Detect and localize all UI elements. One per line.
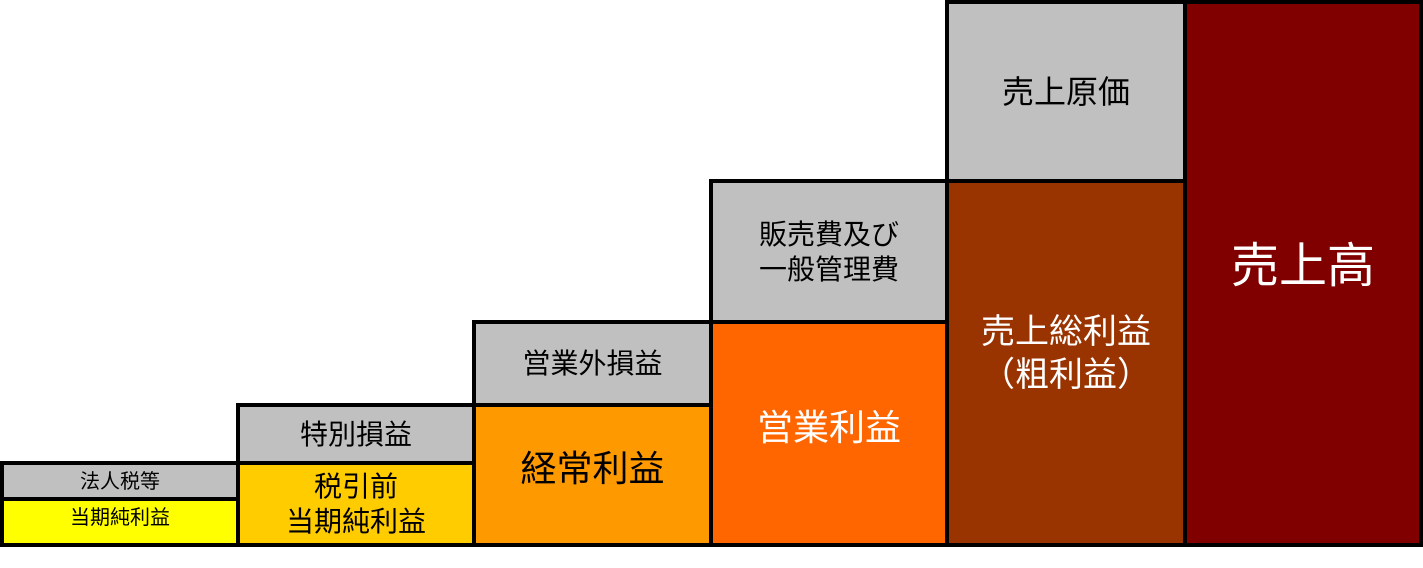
extraordinary-items-label: 特別損益 — [299, 417, 412, 451]
corporate-tax-block: 法人税等 — [0, 461, 240, 501]
non-operating-items-block: 営業外損益 — [472, 320, 713, 407]
operating-income-label: 営業利益 — [756, 408, 901, 449]
operating-income-block: 営業利益 — [709, 320, 949, 547]
net-income-block: 当期純利益 — [0, 497, 240, 547]
sga-expenses-block: 販売費及び 一般管理費 — [709, 179, 949, 324]
ordinary-income-block: 経常利益 — [472, 403, 713, 547]
sales-label: 売上高 — [1230, 238, 1375, 294]
net-income-label: 当期純利益 — [70, 505, 170, 529]
pretax-income-block: 税引前 当期純利益 — [236, 461, 476, 547]
gross-profit-block: 売上総利益 （粗利益） — [945, 179, 1187, 547]
corporate-tax-label: 法人税等 — [80, 468, 160, 493]
extraordinary-items-block: 特別損益 — [236, 403, 476, 465]
cost-of-sales-label: 売上原価 — [1001, 72, 1130, 111]
sales-block: 売上高 — [1183, 0, 1423, 547]
pretax-income-label: 税引前 当期純利益 — [285, 470, 426, 538]
cost-of-sales-block: 売上原価 — [945, 0, 1187, 183]
gross-profit-label: 売上総利益 （粗利益） — [981, 312, 1151, 395]
ordinary-income-label: 経常利益 — [520, 449, 665, 490]
sga-expenses-label: 販売費及び 一般管理費 — [758, 217, 899, 286]
non-operating-items-label: 営業外損益 — [522, 347, 663, 380]
